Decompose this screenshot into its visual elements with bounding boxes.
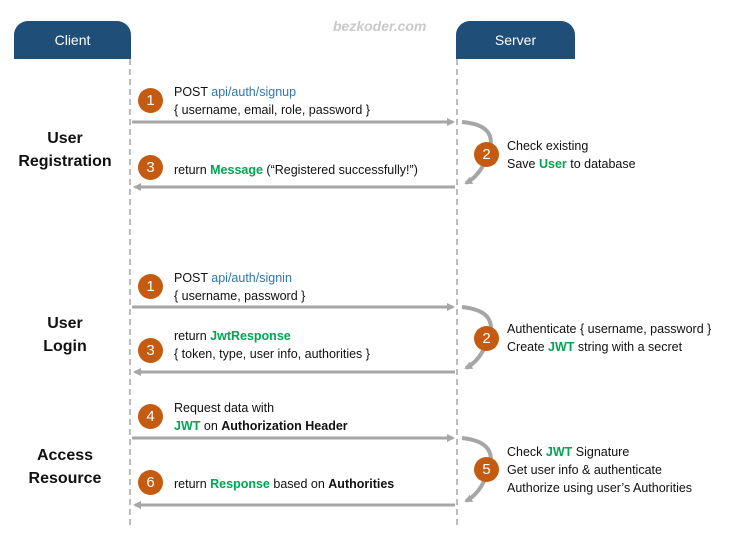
login-step3-message: return JwtResponse { token, type, user i… — [174, 327, 370, 363]
step-badge: 4 — [138, 404, 163, 429]
reg-step3-message: return Message (“Registered successfully… — [174, 161, 418, 179]
section-title-access: Access Resource — [0, 444, 130, 490]
request-body: { username, password } — [174, 289, 306, 303]
step-text: Save — [507, 157, 539, 171]
step-badge: 1 — [138, 88, 163, 113]
step-badge: 3 — [138, 155, 163, 180]
highlight-term: JWT — [545, 445, 573, 459]
step-text: string with a secret — [574, 340, 683, 354]
highlight-term: JwtResponse — [210, 329, 291, 343]
step-badge: 6 — [138, 470, 163, 495]
bold-term: Authorities — [328, 477, 395, 491]
highlight-term: User — [538, 157, 567, 171]
step-text: Request data with — [174, 401, 275, 415]
section-title-registration: User Registration — [0, 127, 130, 173]
http-method: POST — [174, 271, 212, 285]
server-lane-header: Server — [456, 21, 575, 59]
endpoint: api/auth/signup — [211, 85, 297, 99]
step-badge: 3 — [138, 338, 163, 363]
login-step1-message: POST api/auth/signin { username, passwor… — [174, 269, 305, 305]
bold-term: Authorization Header — [221, 419, 348, 433]
access-step5-message: Check JWT Signature Get user info & auth… — [507, 443, 692, 497]
highlight-term: Message — [210, 163, 263, 177]
step-text: to database — [566, 157, 636, 171]
section-title-line: Registration — [18, 153, 112, 170]
response-body: { token, type, user info, authorities } — [174, 347, 370, 361]
watermark: bezkoder.com — [333, 18, 427, 34]
section-title-line: User — [47, 130, 83, 147]
step-badge: 2 — [474, 326, 499, 351]
section-title-line: User — [47, 315, 83, 332]
highlight-term: JWT — [174, 419, 201, 433]
highlight-term: Response — [210, 477, 270, 491]
step-text: (“Registered successfully!”) — [262, 163, 418, 177]
step-text: Create — [507, 340, 548, 354]
step-badge: 2 — [474, 142, 499, 167]
step-badge: 1 — [138, 274, 163, 299]
section-title-line: Resource — [28, 470, 102, 487]
http-method: POST — [174, 85, 212, 99]
step-text: return — [174, 163, 211, 177]
step-text: Authenticate { username, password } — [507, 322, 712, 336]
reg-step2-message: Check existing Save User to database — [507, 137, 636, 173]
access-step6-message: return Response based on Authorities — [174, 475, 394, 493]
endpoint: api/auth/signin — [211, 271, 292, 285]
step-text: on — [200, 419, 222, 433]
step-text: Check — [507, 445, 546, 459]
login-step2-message: Authenticate { username, password } Crea… — [507, 320, 711, 356]
request-body: { username, email, role, password } — [174, 103, 370, 117]
section-title-line: Login — [43, 338, 87, 355]
section-title-login: User Login — [0, 312, 130, 358]
section-title-line: Access — [36, 447, 94, 464]
step-text: return — [174, 329, 211, 343]
step-text: return — [174, 477, 211, 491]
access-step4-message: Request data with JWT on Authorization H… — [174, 399, 348, 435]
highlight-term: JWT — [548, 340, 575, 354]
step-text: Signature — [572, 445, 630, 459]
client-lane-header: Client — [14, 21, 131, 59]
reg-step1-message: POST api/auth/signup { username, email, … — [174, 83, 370, 119]
step-text: Check existing — [507, 139, 589, 153]
step-text: based on — [269, 477, 329, 491]
step-text: Get user info & authenticate — [507, 463, 662, 477]
step-badge: 5 — [474, 457, 499, 482]
step-text: Authorize using user’s Authorities — [507, 481, 693, 495]
